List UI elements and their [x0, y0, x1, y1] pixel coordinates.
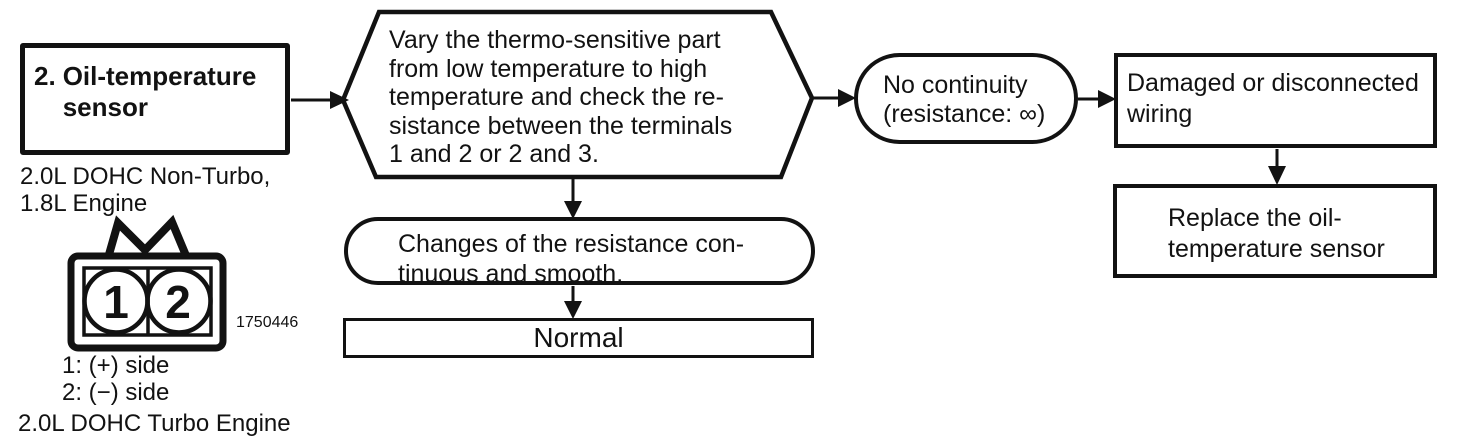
terminal-legend-2: 2: (−) side — [62, 379, 170, 406]
pass-result-text: Changes of the resistance con- tinuous a… — [398, 230, 745, 288]
step-box: 2. Oil-temperature sensor — [20, 43, 290, 155]
pass-result-pill: Changes of the resistance con- tinuous a… — [344, 217, 815, 288]
terminal-2-circle — [145, 267, 213, 335]
terminal-1-label: 1 — [103, 276, 129, 328]
cause-text: Damaged or disconnected wiring — [1127, 69, 1419, 128]
failure-result-text: No continuity (resistance: ∞) — [883, 71, 1046, 128]
remedy-text: Replace the oil- temperature sensor — [1168, 204, 1385, 263]
connector-latch — [104, 214, 191, 260]
connector-figure — [67, 214, 227, 352]
terminal-2-label: 2 — [165, 276, 191, 328]
engine-note-top: 2.0L DOHC Non-Turbo, 1.8L Engine — [20, 163, 271, 217]
remedy-box: Replace the oil- temperature sensor — [1113, 184, 1437, 278]
terminal-legend-1: 1: (+) side — [62, 352, 170, 379]
step-number: 2. — [34, 61, 56, 91]
failure-result-pill: No continuity (resistance: ∞) — [854, 53, 1078, 144]
arrow-decision-to-result — [564, 178, 582, 219]
arrow-failure-to-cause — [1078, 90, 1116, 108]
arrow-step-to-decision — [291, 91, 349, 109]
cause-box: Damaged or disconnected wiring — [1114, 53, 1437, 148]
normal-verdict-box: Normal — [343, 318, 814, 358]
arrow-cause-to-remedy — [1268, 149, 1286, 185]
figure-number: 1750446 — [236, 314, 299, 331]
step-title: Oil-temperature sensor — [62, 61, 257, 122]
engine-note-bottom: 2.0L DOHC Turbo Engine — [18, 410, 291, 437]
arrow-decision-to-failure — [813, 89, 856, 107]
decision-instruction-text: Vary the thermo-sensitive part from low … — [389, 26, 733, 168]
arrow-result-to-normal — [564, 286, 582, 319]
normal-verdict-label: Normal — [533, 322, 624, 353]
